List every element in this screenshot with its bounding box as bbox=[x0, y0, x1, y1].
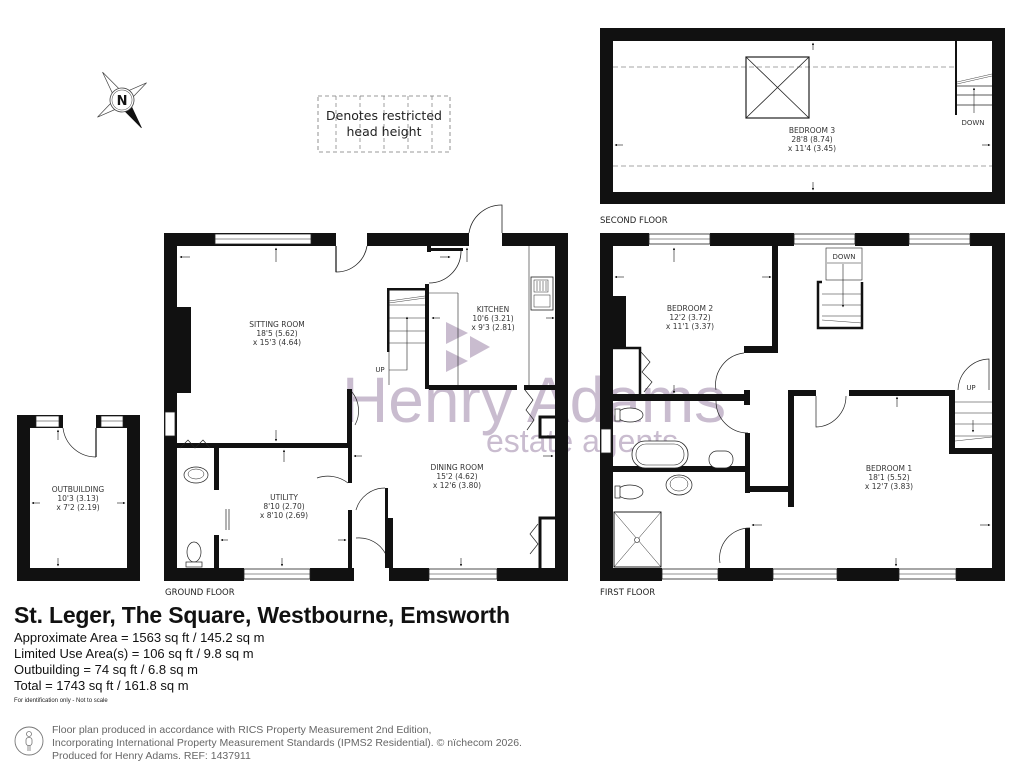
svg-text:x 9'3 (2.81): x 9'3 (2.81) bbox=[471, 323, 514, 332]
toilet-icon-ensuite bbox=[614, 484, 644, 500]
svg-text:x 8'10 (2.69): x 8'10 (2.69) bbox=[260, 511, 308, 520]
svg-text:x 11'1 (3.37): x 11'1 (3.37) bbox=[666, 322, 714, 331]
stairs-up-ground: UP bbox=[375, 288, 426, 385]
credit-line-3: Produced for Henry Adams. REF: 1437911 bbox=[52, 750, 251, 762]
svg-text:8'10 (2.70): 8'10 (2.70) bbox=[263, 502, 304, 511]
bath-basin-icon bbox=[708, 450, 734, 469]
svg-text:DINING ROOM: DINING ROOM bbox=[430, 463, 483, 472]
svg-text:N: N bbox=[117, 94, 128, 109]
svg-text:28'8 (8.74): 28'8 (8.74) bbox=[791, 135, 832, 144]
credit-line-2: Incorporating International Property Mea… bbox=[52, 737, 522, 749]
person-icon bbox=[14, 726, 44, 756]
skylight-icon bbox=[745, 56, 810, 119]
approximate-area: Approximate Area = 1563 sq ft / 145.2 sq… bbox=[14, 630, 265, 645]
svg-text:x 11'4 (3.45): x 11'4 (3.45) bbox=[788, 144, 836, 153]
outbuilding-plan: OUTBUILDING 10'3 (3.13) x 7'2 (2.19) bbox=[17, 415, 140, 581]
outbuilding-area: Outbuilding = 74 sq ft / 6.8 sq m bbox=[14, 662, 198, 677]
svg-text:head height: head height bbox=[346, 124, 421, 139]
first-floor-label: FIRST FLOOR bbox=[600, 588, 655, 598]
svg-text:SITTING ROOM: SITTING ROOM bbox=[249, 320, 305, 329]
svg-text:18'1 (5.52): 18'1 (5.52) bbox=[868, 473, 909, 482]
stairs-up-first: UP bbox=[949, 358, 993, 454]
second-floor-plan: DOWN BEDROOM 3 28'8 (8.74) x 11'4 (3.45) bbox=[600, 28, 1005, 204]
first-floor-plan: UP DOWN bbox=[600, 233, 1005, 581]
svg-text:12'2 (3.72): 12'2 (3.72) bbox=[669, 313, 710, 322]
svg-text:15'2 (4.62): 15'2 (4.62) bbox=[436, 472, 477, 481]
svg-text:x 12'6 (3.80): x 12'6 (3.80) bbox=[433, 481, 481, 490]
svg-text:DOWN: DOWN bbox=[961, 119, 984, 127]
toilet-icon bbox=[614, 407, 644, 423]
svg-text:DOWN: DOWN bbox=[832, 253, 855, 261]
svg-text:Denotes restricted: Denotes restricted bbox=[326, 108, 442, 123]
toilet-icon bbox=[185, 541, 203, 568]
svg-text:x 12'7 (3.83): x 12'7 (3.83) bbox=[865, 482, 913, 491]
svg-text:OUTBUILDING: OUTBUILDING bbox=[52, 485, 105, 494]
compass-icon: N bbox=[97, 71, 147, 129]
property-title: St. Leger, The Square, Westbourne, Emswo… bbox=[14, 602, 510, 628]
kitchen-sink-icon bbox=[530, 276, 554, 311]
shower-icon bbox=[613, 511, 662, 568]
svg-text:BEDROOM 1: BEDROOM 1 bbox=[866, 464, 913, 473]
property-summary: St. Leger, The Square, Westbourne, Emswo… bbox=[14, 600, 1014, 704]
svg-text:UP: UP bbox=[966, 384, 975, 392]
restricted-head-height-legend: Denotes restricted head height bbox=[317, 95, 451, 153]
stairs-down-first: DOWN bbox=[816, 247, 864, 330]
svg-text:KITCHEN: KITCHEN bbox=[477, 305, 510, 314]
ground-floor-label: GROUND FLOOR bbox=[165, 588, 235, 598]
bathtub-icon bbox=[631, 440, 689, 469]
credit-line-1: Floor plan produced in accordance with R… bbox=[52, 724, 432, 736]
svg-text:10'3 (3.13): 10'3 (3.13) bbox=[57, 494, 98, 503]
svg-text:UTILITY: UTILITY bbox=[270, 493, 298, 502]
ensuite-basin-icon bbox=[665, 474, 693, 496]
measurement-credit: Floor plan produced in accordance with R… bbox=[14, 724, 714, 774]
watermark-logo: Henry Adams estate agents bbox=[342, 322, 726, 459]
svg-text:18'5 (5.62): 18'5 (5.62) bbox=[256, 329, 297, 338]
total-area: Total = 1743 sq ft / 161.8 sq m bbox=[14, 678, 189, 693]
limited-use-area: Limited Use Area(s) = 106 sq ft / 9.8 sq… bbox=[14, 646, 254, 661]
ground-floor-plan: UP bbox=[164, 204, 568, 581]
second-floor-label: SECOND FLOOR bbox=[600, 216, 668, 226]
svg-text:x 7'2 (2.19): x 7'2 (2.19) bbox=[56, 503, 99, 512]
svg-text:UP: UP bbox=[375, 366, 384, 374]
stairs-down-second: DOWN bbox=[955, 41, 993, 127]
scale-disclaimer: For identification only - Not to scale bbox=[14, 698, 108, 704]
svg-text:x 15'3 (4.64): x 15'3 (4.64) bbox=[253, 338, 301, 347]
wc-basin-icon bbox=[183, 466, 209, 484]
svg-text:BEDROOM 3: BEDROOM 3 bbox=[789, 126, 836, 135]
svg-text:10'6 (3.21): 10'6 (3.21) bbox=[472, 314, 513, 323]
svg-text:BEDROOM 2: BEDROOM 2 bbox=[667, 304, 714, 313]
